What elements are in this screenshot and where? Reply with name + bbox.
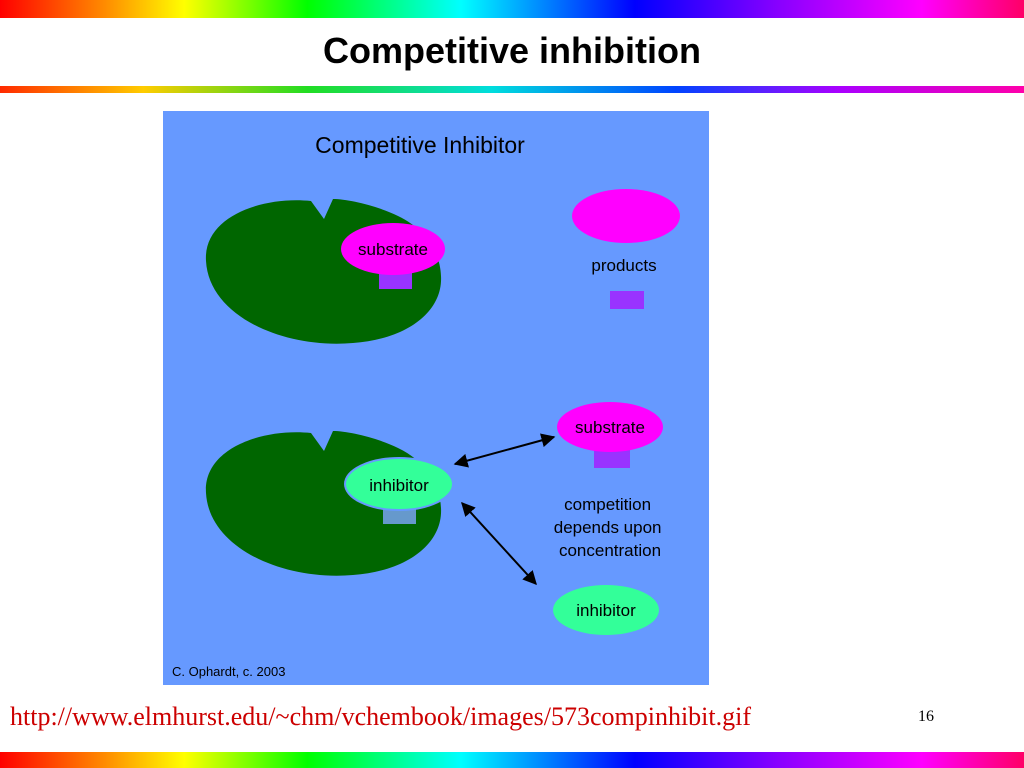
inhibitor-competition-arrow — [461, 501, 537, 586]
competition-line-1: competition — [564, 495, 651, 514]
title-divider-bar — [0, 86, 1024, 93]
bottom-inhibitor-label: inhibitor — [369, 476, 429, 495]
free-inhibitor-label: inhibitor — [576, 601, 636, 620]
competition-text: competition depends upon concentration — [554, 495, 667, 560]
bottom-bound-inhibitor — [344, 457, 454, 511]
diagram-credit: C. Ophardt, c. 2003 — [172, 664, 285, 679]
top-substrate-connector — [379, 271, 412, 289]
diagram-title: Competitive Inhibitor — [315, 132, 525, 158]
top-rainbow-bar — [0, 0, 1024, 18]
free-substrate-label: substrate — [575, 418, 645, 437]
competition-line-3: concentration — [559, 541, 661, 560]
products-label: products — [591, 256, 656, 275]
competitive-inhibitor-diagram: Competitive Inhibitor substrate products… — [163, 111, 709, 685]
free-substrate-connector — [594, 448, 630, 468]
competition-line-2: depends upon — [554, 518, 662, 537]
top-bound-substrate — [341, 223, 445, 275]
source-link[interactable]: http://www.elmhurst.edu/~chm/vchembook/i… — [10, 702, 751, 731]
substrate-competition-arrow — [453, 433, 556, 468]
top-substrate-label: substrate — [358, 240, 428, 259]
free-substrate-ellipse — [557, 402, 663, 452]
page-number: 16 — [918, 708, 934, 725]
diagram-canvas: Competitive Inhibitor substrate products… — [172, 132, 680, 679]
slide-title: Competitive inhibition — [323, 30, 701, 71]
product-fragment — [610, 291, 644, 309]
product-ellipse — [572, 189, 680, 243]
free-inhibitor-ellipse — [553, 585, 659, 635]
bottom-rainbow-bar — [0, 752, 1024, 768]
